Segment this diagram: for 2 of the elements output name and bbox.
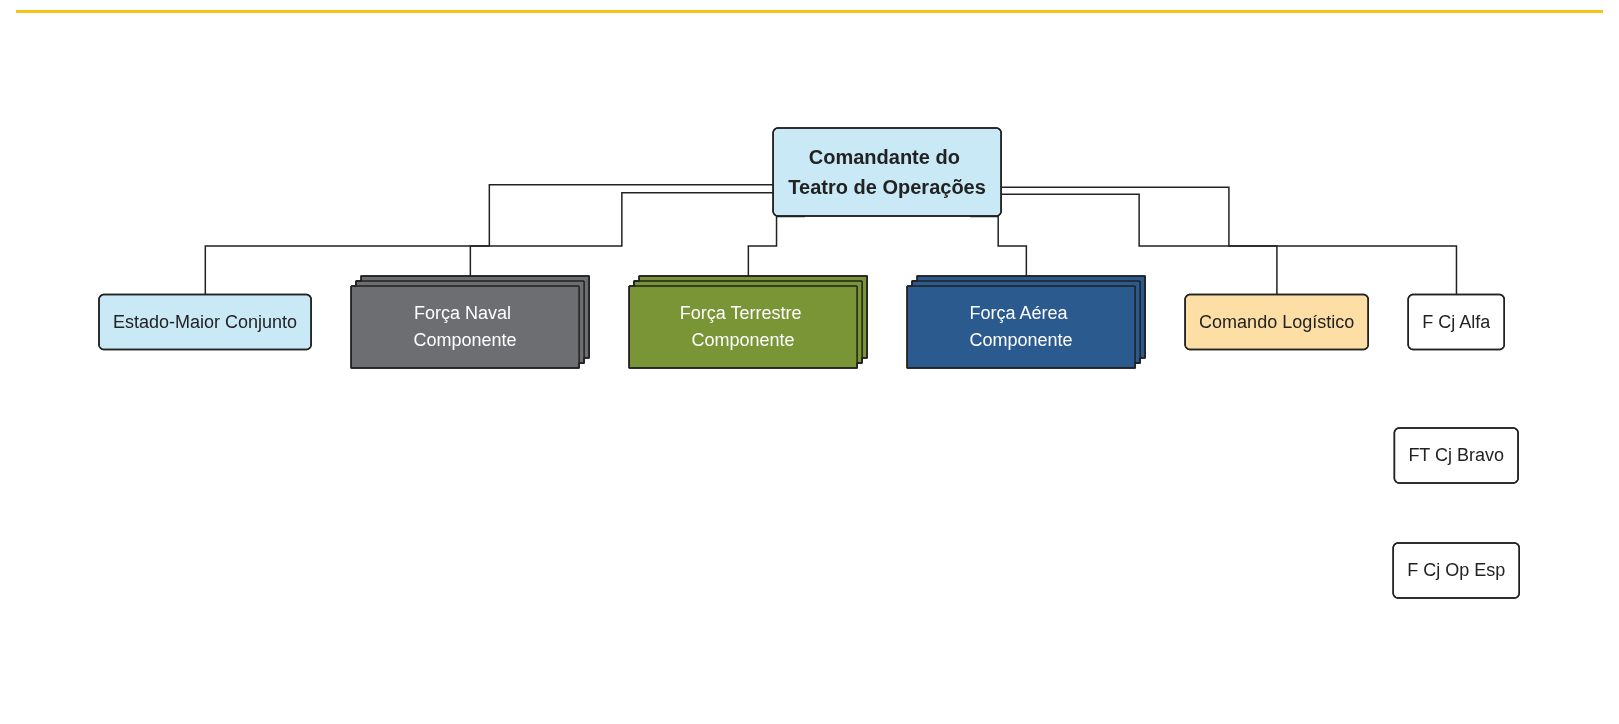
connector bbox=[1001, 193, 1279, 296]
connector bbox=[1001, 186, 1458, 296]
